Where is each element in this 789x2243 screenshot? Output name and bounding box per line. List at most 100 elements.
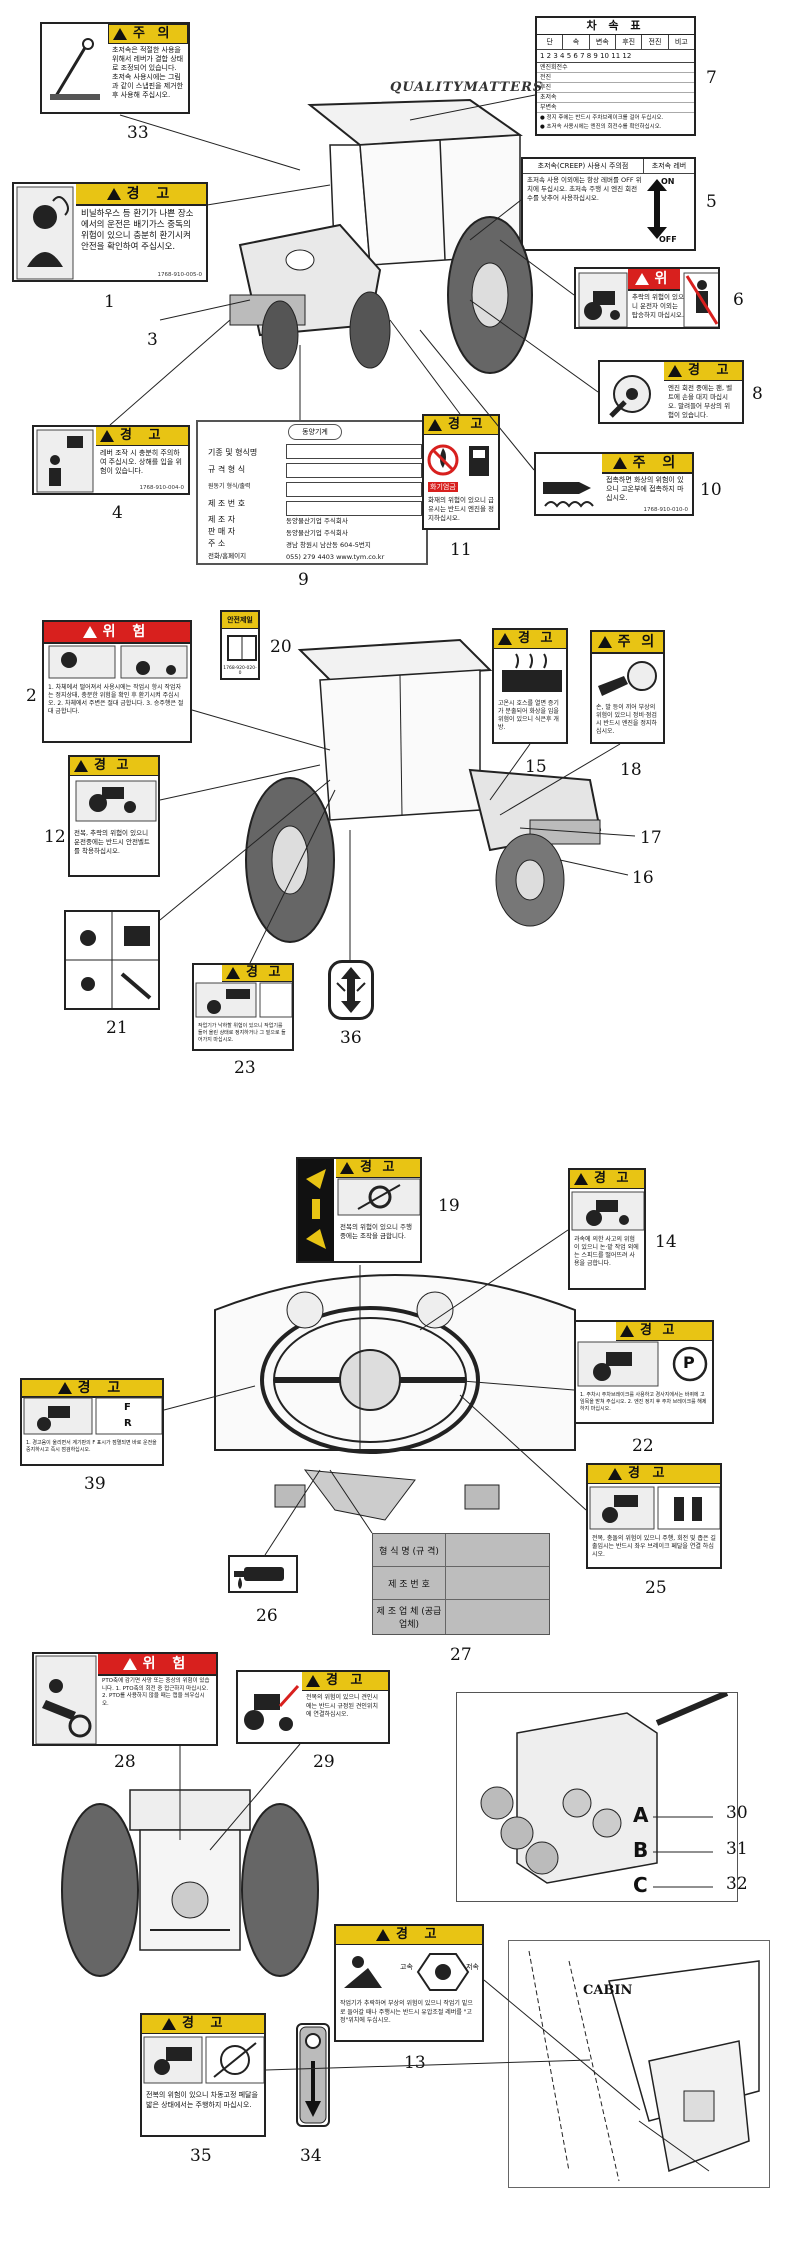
- speed-col-5: 전진: [642, 35, 669, 49]
- decal-7-title: 차 속 표: [537, 18, 694, 35]
- callout-12: 12: [44, 827, 66, 847]
- decal-1-header: 경 고: [126, 186, 176, 202]
- speed-col-3: 변속: [590, 35, 616, 49]
- nameplate-seller: 동양물산기업 주식회사: [286, 529, 348, 537]
- nameplate-maker: 동양물산기업 주식회사: [286, 517, 348, 525]
- decal-36: [328, 960, 374, 1020]
- decal-23: 경 고 작업기가 낙하할 위험이 있으니 작업기를 들어 올린 상태로 정지하거…: [192, 963, 294, 1051]
- decal-13-text: 작업기가 추락하여 부상의 위험이 있으니 작업기 밑으로 들어갈 때나 주행시…: [340, 2000, 473, 2024]
- callout-32: 32: [726, 1874, 748, 1894]
- decal-15: 경 고 고온시 호스를 열면 증기가 분출되어 화상을 입을 위험이 있으니 식…: [492, 628, 568, 744]
- callout-9: 9: [298, 570, 309, 590]
- callout-26: 26: [256, 1606, 278, 1626]
- nameplate-field-1: 기종 및 형식명: [208, 448, 258, 457]
- decal-13-low: 고속: [400, 1963, 413, 1971]
- decal-20-header: 안전제일: [222, 612, 258, 629]
- nameplate-box-1: [286, 444, 422, 459]
- decal-11-text: 화재의 위험이 있으니 급유시는 반드시 엔진을 정지하십시오.: [428, 496, 494, 522]
- nameplate-box-2: [286, 463, 422, 478]
- decal-19-dark-strip: [298, 1159, 334, 1261]
- decal-29: 경 고 전복의 위험이 있으니 견인시에는 반드시 규정된 견인위치에 연결하십…: [236, 1670, 390, 1744]
- decal-35: 경 고 전복의 위험이 있으니 차동고정 페달을 밟은 상태에서는 주행하지 마…: [140, 2013, 266, 2137]
- decal-35-header: 경 고: [182, 2016, 229, 2031]
- brand-logo: QUALITYMATTERS: [390, 80, 544, 95]
- decal-39: 경 고 F R 1. 경고음이 울리면서 계기판의 F 표시가 점멸되면 바로 …: [20, 1378, 164, 1466]
- callout-25: 25: [645, 1578, 667, 1598]
- decal-20-sub: 1768-920-020-0: [223, 666, 257, 676]
- decal-11: 경 고 화기엄금 화재의 위험이 있으니 급유시는 반드시 엔진을 정지하십시오…: [422, 414, 500, 530]
- speed-col-6: 비고: [674, 38, 688, 46]
- decal-26: [228, 1555, 298, 1593]
- decal-33-header: 주 의: [133, 26, 174, 41]
- fan-belt-pictogram: [609, 375, 651, 418]
- multi-hazard-pictograms: [66, 912, 158, 1008]
- decal-28-text: PTO축에 감기면 사망 또는 중상의 위험이 있습니다. 1. PTO축의 회…: [102, 1678, 210, 1707]
- decal-19-header: 경 고: [360, 1160, 398, 1175]
- valve-label-b: B: [633, 1838, 649, 1862]
- danger-pictograms: [48, 645, 188, 679]
- decal-13: 경 고 고속 저속 작업기가 추락하여 부상의 위험이 있으니 작업기 밑으로 …: [334, 1924, 484, 2042]
- valve-leader-lines: [653, 1816, 713, 1888]
- read-manual-icon: [227, 635, 257, 661]
- callout-22: 22: [632, 1436, 654, 1456]
- callout-39: 39: [84, 1474, 106, 1494]
- brake-pedal-link-pictogram: [589, 1486, 720, 1530]
- dashboard-illustration: [214, 1274, 576, 1521]
- decal-2-header: 위 험: [102, 624, 152, 640]
- decal-10-text: 접촉하면 화상의 위험이 있으니 고온부에 접촉하지 마십시오.: [606, 476, 684, 502]
- hitch-updown-icon: [336, 967, 366, 1013]
- cabin-figure: CABIN: [508, 1940, 770, 2188]
- decal-5-off: OFF: [659, 235, 677, 244]
- callout-34: 34: [300, 2146, 322, 2166]
- rotation-arrows-icon: [306, 1169, 326, 1249]
- decal-4-text: 레버 조작 시 충분히 주의하여 주십시오. 상해를 입을 위험이 있습니다.: [100, 449, 182, 475]
- seatbelt-rollover-pictogram: [75, 780, 157, 822]
- decal-8-text: 엔진 회전 중에는 팬, 벨트에 손을 대지 마십시오. 말려들어 부상의 위험…: [668, 384, 733, 419]
- decal-2-text: 1. 차체에서 떨어져서 사용시에는 작업시 항시 작업자는 정지상태, 충분한…: [48, 684, 184, 715]
- speed-col-2: 속: [563, 35, 590, 49]
- decal-1-code: 1768-910-005-0: [157, 272, 202, 278]
- callout-28: 28: [114, 1752, 136, 1772]
- hot-surface-hand-pictogram: [543, 482, 594, 508]
- towing-pictogram: [244, 1684, 300, 1731]
- decal-8-header: 경 고: [688, 363, 735, 378]
- decal-13-header: 경 고: [396, 1927, 443, 1942]
- decal-35-text: 전복의 위험이 있으니 차동고정 페달을 밟은 상태에서는 주행하지 마십시오.: [146, 2091, 258, 2109]
- decal-39-text: 1. 경고음이 울리면서 계기판의 F 표시가 점멸되면 바로 운전을 중지하시…: [26, 1440, 157, 1453]
- decal-29-text: 전복의 위험이 있으니 견인시에는 반드시 규정된 견인위치에 연결하십시오.: [306, 1694, 378, 1718]
- callout-7: 7: [706, 68, 717, 88]
- decal-39-f: F: [124, 1402, 131, 1413]
- decal-39-r: R: [124, 1418, 132, 1429]
- decal-11-sub: 화기엄금: [428, 482, 458, 492]
- nameplate-seller-label: 판 매 자: [208, 527, 236, 536]
- decal-5-on: ON: [661, 177, 675, 186]
- nameplate-address: 경남 창원시 남산동 604-5번지: [286, 541, 371, 549]
- callout-27: 27: [450, 1645, 472, 1665]
- leader-lines-section-3: [163, 1229, 587, 1556]
- tractor-rollover-pictogram: [578, 272, 628, 327]
- no-fire-fuel-pictogram: [427, 444, 489, 476]
- decal-15-header: 경 고: [518, 631, 556, 646]
- decal-5-title-left: 초저속(CREEP) 사용시 주의점: [523, 159, 644, 174]
- decal-18: 주 의 손, 발 등이 끼어 부상의 위험이 있으니 정비·점검시 반드시 엔진…: [590, 630, 665, 744]
- nameplate-phone-label: 전화/홈페이지: [208, 552, 247, 560]
- callout-16: 16: [632, 868, 654, 888]
- nameplate-maker-label: 제 조 자: [208, 515, 236, 524]
- decal-23-header: 경 고: [246, 965, 284, 980]
- tractor-illustration-rear: [245, 638, 602, 943]
- falling-object-pictogram: [36, 429, 94, 493]
- decal-21: [64, 910, 160, 1010]
- decal-19: 경 고 전복의 위험이 있으니 주행 중에는 조작을 금합니다.: [296, 1157, 422, 1263]
- decal-1: 경 고 비닐하우스 등 환기가 나쁜 장소에서의 운전은 배기가스 중독의 위험…: [12, 182, 208, 282]
- decal-5-title-right: 초저속 레버: [644, 159, 694, 174]
- decal-9-nameplate: 동양기계 기종 및 형식명 규 격 형 식 원동기 형식/출력 제 조 번 호 …: [196, 420, 428, 565]
- decal-14: 경 고 과속에 의한 사고의 위험이 있으니 논·밭 작업 외에는 스피드를 떨…: [568, 1168, 646, 1290]
- callout-29: 29: [313, 1752, 335, 1772]
- cabin-label: CABIN: [583, 1983, 633, 1998]
- callout-5: 5: [706, 192, 717, 212]
- callout-11: 11: [450, 540, 472, 560]
- valve-block-figure: A B C: [456, 1692, 738, 1902]
- callout-19: 19: [438, 1196, 460, 1216]
- decal-29-header: 경 고: [326, 1673, 367, 1688]
- lever-pictogram: [50, 38, 100, 100]
